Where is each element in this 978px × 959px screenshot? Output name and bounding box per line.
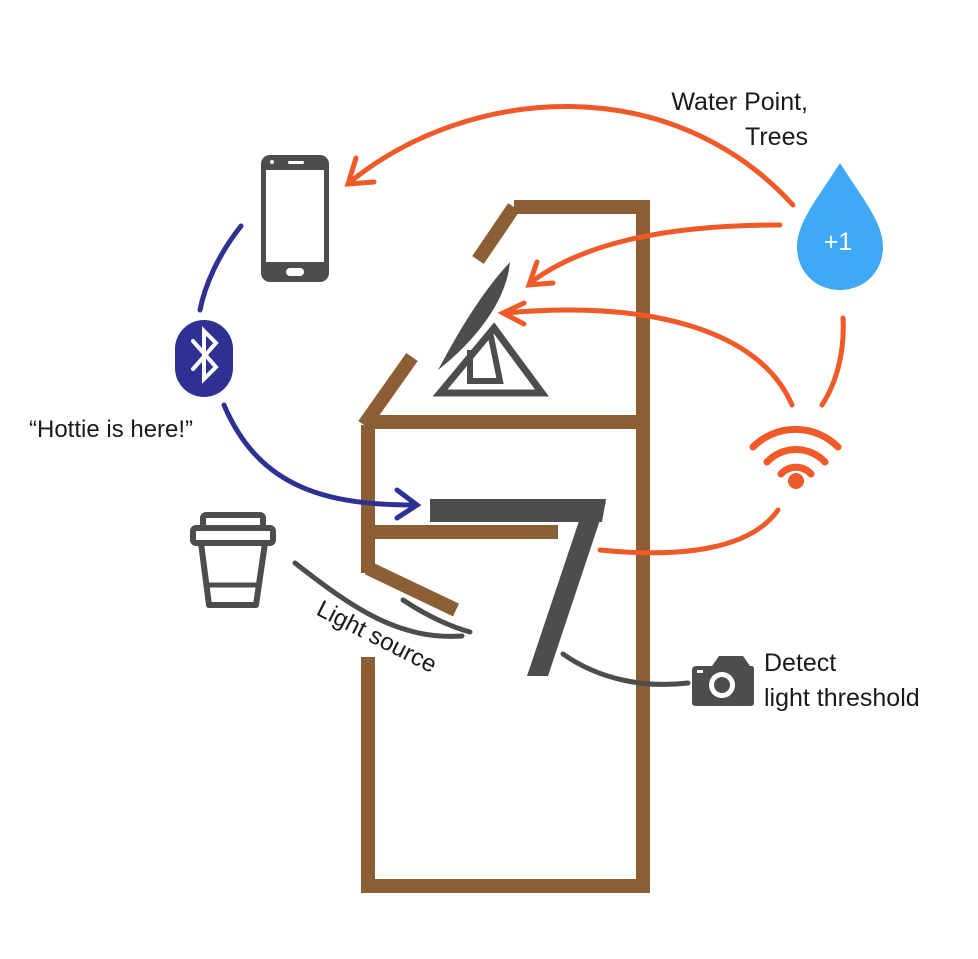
arrow-drop-to-panel	[527, 222, 783, 286]
arrow-drop-to-phone	[347, 104, 796, 208]
arrow-bluetooth-to-seven-head	[394, 487, 422, 521]
line-phone-to-bluetooth	[197, 223, 244, 313]
wifi-arc-middle	[763, 446, 829, 466]
structure-roof-slant	[358, 352, 418, 430]
camera-flash	[697, 670, 703, 673]
bluetooth-message-label: “Hottie is here!”	[29, 416, 193, 443]
water-drop-icon: +1	[797, 163, 883, 290]
detect-label-line1: Detect	[764, 649, 836, 677]
line-light-tail	[400, 597, 473, 635]
line-drop-to-wifi	[819, 315, 846, 408]
solar-stand-inner	[467, 331, 504, 384]
solar-panel-icon	[432, 262, 549, 397]
camera-lens	[714, 677, 730, 693]
wifi-icon	[749, 425, 842, 489]
bluetooth-icon	[175, 320, 233, 397]
phone-home-button	[286, 268, 304, 276]
seven-shape	[430, 499, 606, 676]
drop-value: +1	[824, 228, 853, 256]
arrow-drop-to-panel-head	[525, 259, 556, 288]
wifi-arc-inner	[777, 463, 815, 478]
water-point-label-line1: Water Point,	[671, 88, 808, 116]
arrow-drop-to-phone-head	[344, 155, 377, 187]
phone-camera-dot	[270, 160, 274, 164]
phone-screen	[266, 170, 324, 262]
arrow-bluetooth-to-seven	[221, 402, 418, 508]
arrow-wifi-to-panel	[502, 307, 795, 408]
seven-bar	[430, 499, 606, 522]
dark-connections	[292, 560, 691, 687]
arrow-wifi-to-panel-head	[497, 300, 527, 327]
detect-label-line2: light threshold	[764, 684, 920, 712]
water-point-label-line2: Trees	[745, 123, 808, 151]
bluetooth-connections	[197, 223, 422, 521]
line-seven-to-camera	[560, 651, 691, 687]
line-wifi-to-seven	[597, 507, 781, 556]
seven-stem	[527, 502, 606, 676]
coffee-cup-icon	[190, 512, 276, 608]
orange-connections	[344, 104, 846, 556]
bluetooth-rune	[191, 326, 219, 384]
smartphone-icon	[261, 155, 329, 282]
camera-icon	[692, 656, 754, 706]
wooden-structure	[358, 200, 650, 893]
water-drop-shape	[797, 163, 883, 290]
cup-lid-rim	[190, 525, 276, 546]
light-source-label: Light source	[312, 595, 441, 678]
structure-door-slant	[364, 561, 460, 617]
wifi-arc-outer	[749, 425, 842, 451]
cup-body	[198, 542, 268, 608]
phone-speaker	[288, 161, 304, 164]
solar-panel-blade	[438, 262, 510, 370]
structure-top-left-slant	[472, 203, 520, 264]
line-cup-to-light	[292, 560, 465, 639]
wifi-dot	[788, 473, 804, 489]
